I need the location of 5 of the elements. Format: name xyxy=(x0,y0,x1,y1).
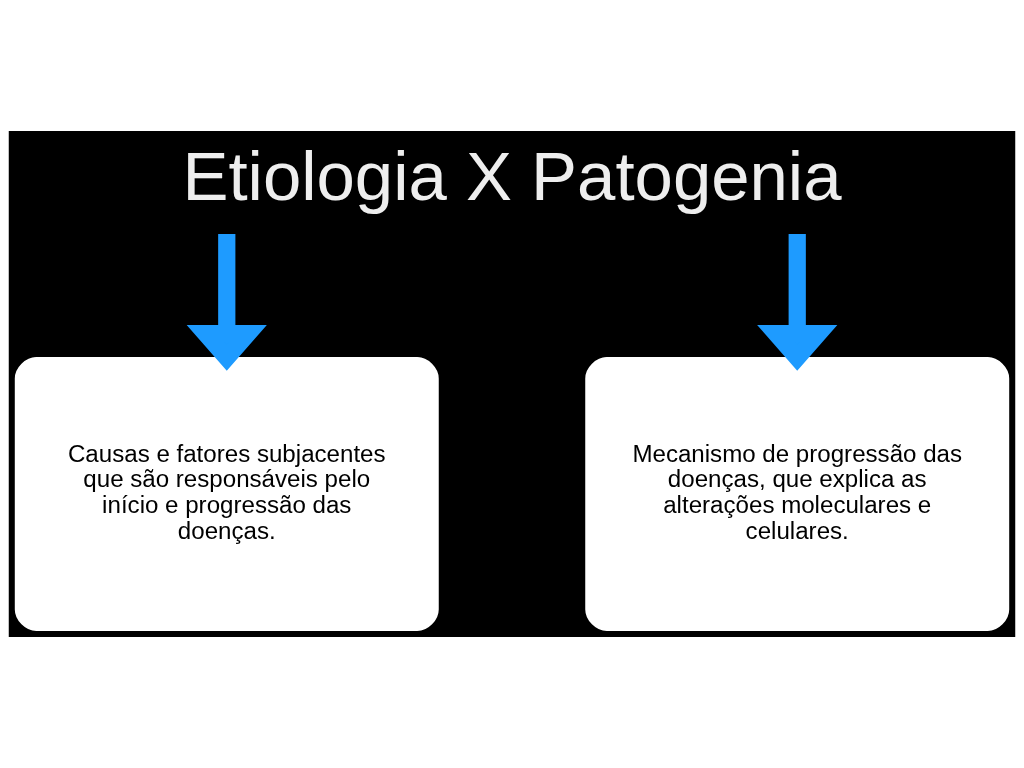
node-box: Causas e fatores subjacentes que são responsáveis pelo início e progressão das doenças. xyxy=(14,356,439,631)
arrow xyxy=(757,234,838,371)
node-box: Mecanismo de progressão das doenças, que explica as alterações moleculares e celulares. xyxy=(585,356,1010,631)
arrow xyxy=(186,234,267,371)
diagram-title: Etiologia X Patogenia xyxy=(182,137,842,215)
